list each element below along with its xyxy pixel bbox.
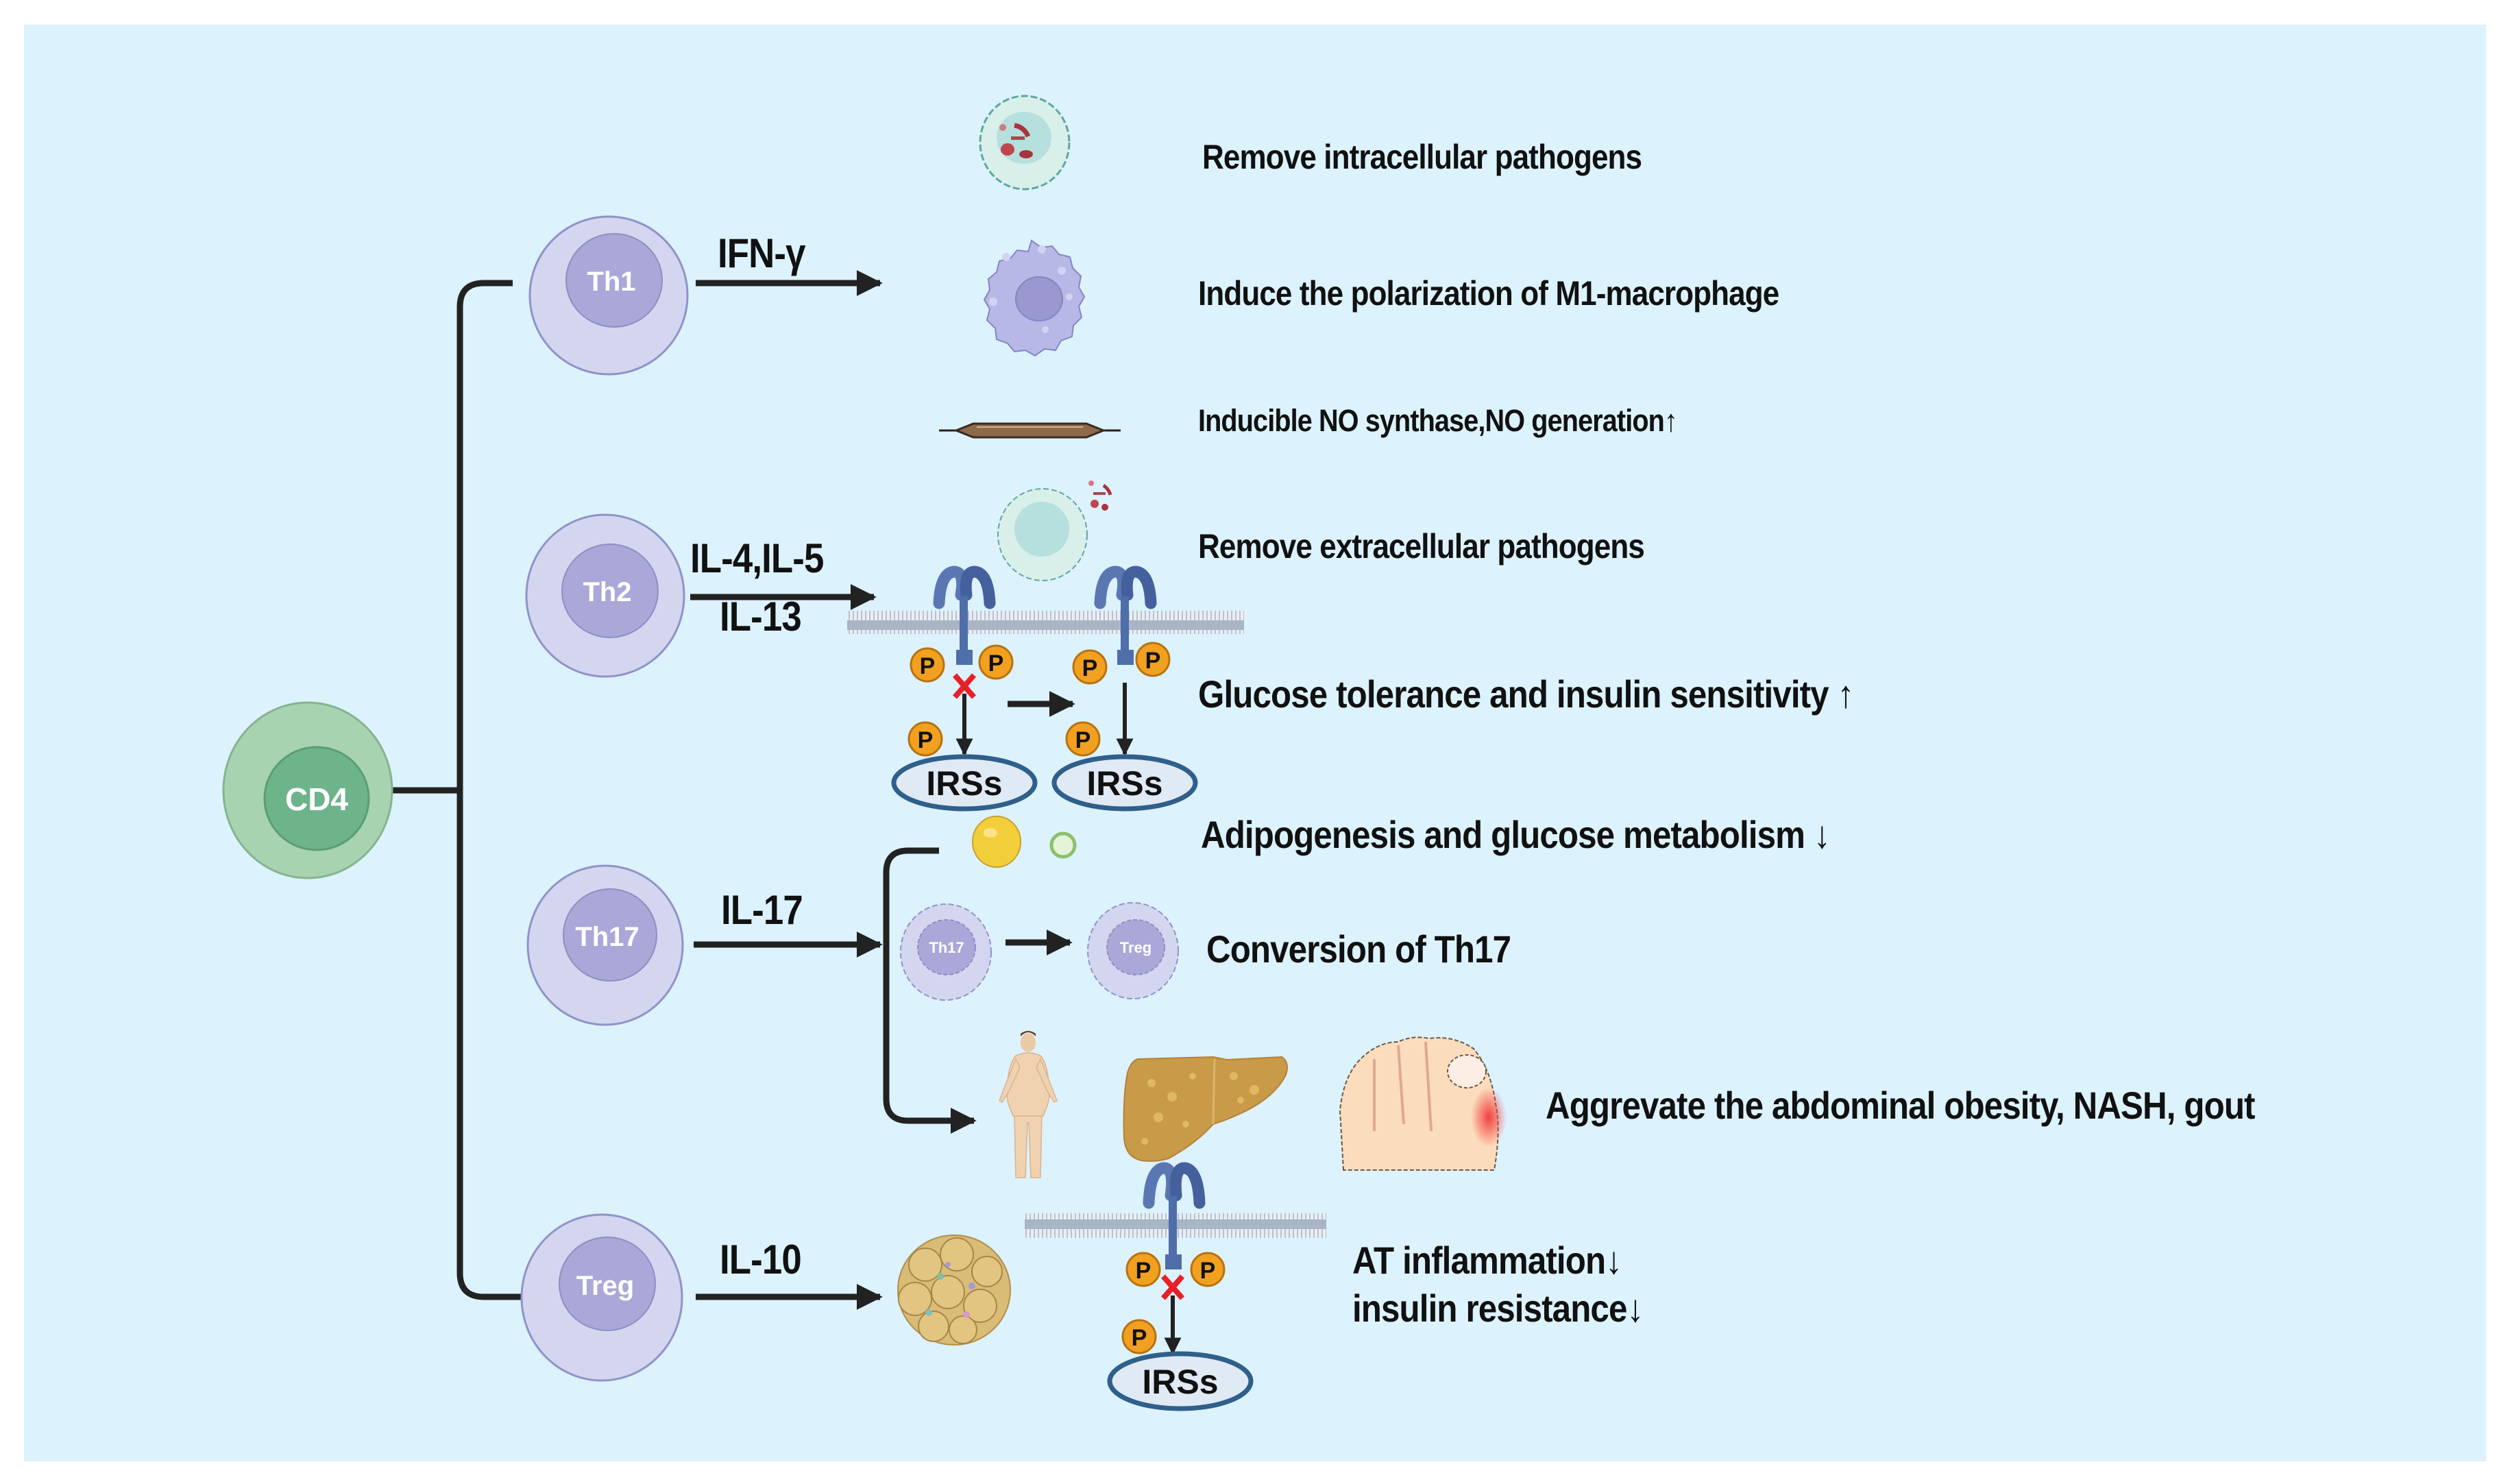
treg-cell: Treg (520, 1213, 683, 1382)
th17-label: Th17 (575, 922, 639, 952)
svg-text:P: P (1132, 1325, 1147, 1351)
main-bracket (391, 280, 524, 1300)
phospho-group-icon: P (978, 644, 1014, 680)
m1-macrophage-icon (983, 239, 1086, 357)
small-th17-cell: Th17 (900, 903, 992, 1001)
insulin-receptor-icon (1094, 565, 1157, 665)
fat-droplet-icon (972, 816, 1021, 868)
svg-text:P: P (1075, 727, 1091, 753)
cd4-cell: CD4 (222, 701, 393, 879)
effect-extracellular-pathogens: Remove extracellular pathogens (1198, 527, 1645, 565)
svg-text:P: P (1145, 648, 1161, 674)
phospho-group-icon: P (1190, 1252, 1226, 1287)
cytokine-label-il4-il5: IL-4,IL-5 (690, 535, 824, 581)
effect-intracellular-pathogens: Remove intracellular pathogens (1202, 138, 1642, 176)
block-x-icon (1160, 1274, 1185, 1300)
cd4-label: CD4 (285, 781, 348, 817)
svg-text:Treg: Treg (1120, 939, 1152, 956)
cytokine-label-il13: IL-13 (720, 594, 802, 640)
svg-text:P: P (988, 650, 1004, 677)
phospho-group-icon: P (1135, 642, 1171, 677)
svg-text:IRSs: IRSs (926, 764, 1002, 803)
svg-text:IRSs: IRSs (1142, 1363, 1218, 1401)
effect-m1-macrophage: Induce the polarization of M1-macrophage (1198, 274, 1779, 313)
svg-text:P: P (1082, 655, 1098, 681)
svg-text:P: P (918, 727, 934, 753)
effect-at-inflammation: AT inflammation↓ (1352, 1239, 1622, 1282)
svg-text:Th17: Th17 (929, 939, 964, 956)
gout-toe-icon (1339, 1036, 1507, 1171)
th17-branch-bracket (883, 847, 977, 1134)
adipose-tissue-icon (897, 1234, 1011, 1346)
svg-text:P: P (920, 653, 936, 679)
effect-adipogenesis: Adipogenesis and glucose metabolism ↓ (1201, 813, 1831, 856)
th2-cell: Th2 (525, 513, 685, 678)
cytokine-label-il17: IL-17 (721, 887, 803, 933)
insulin-receptor-icon (1143, 1162, 1206, 1269)
effect-glucose-tolerance: Glucose tolerance and insulin sensitivit… (1198, 672, 1854, 716)
block-x-icon (952, 673, 977, 699)
fatty-liver-icon (1123, 1056, 1288, 1162)
cell-membrane-icon (847, 611, 1244, 634)
no-synthase-rod-icon (939, 422, 1121, 439)
th2-label: Th2 (583, 577, 631, 607)
obese-human-icon (999, 1031, 1058, 1178)
small-vesicle-icon (1049, 831, 1077, 859)
insulin-receptor-icon (933, 565, 996, 665)
phospho-group-icon: P (1072, 649, 1108, 685)
irs-node: IRSs (1051, 754, 1198, 812)
irs-node: IRSs (891, 754, 1038, 812)
svg-text:P: P (1136, 1258, 1152, 1284)
irs-node: IRSs (1107, 1351, 1254, 1411)
svg-text:P: P (1200, 1258, 1216, 1284)
th1-label: Th1 (587, 267, 635, 297)
phospho-group-icon: P (1121, 1319, 1157, 1354)
th1-cell: Th1 (528, 215, 689, 376)
effect-insulin-resistance: insulin resistance↓ (1352, 1287, 1644, 1330)
treg-label: Treg (576, 1271, 634, 1301)
small-treg-cell: Treg (1087, 902, 1179, 999)
phospho-group-icon: P (910, 647, 945, 683)
phospho-group-icon: P (1065, 721, 1101, 757)
effect-aggravate-obesity: Aggrevate the abdominal obesity, NASH, g… (1546, 1084, 2255, 1127)
effect-no-synthase: Inducible NO synthase,NO generation↑ (1198, 403, 1678, 438)
intracellular-pathogen-cell-icon (979, 95, 1071, 191)
cytokine-label-ifn-gamma: IFN-γ (718, 230, 805, 276)
phospho-group-icon: P (1125, 1252, 1161, 1287)
cytokine-label-il10: IL-10 (720, 1237, 802, 1282)
extracellular-pathogen-cell-icon (997, 481, 1112, 581)
svg-text:IRSs: IRSs (1086, 764, 1162, 803)
effect-conversion-th17: Conversion of Th17 (1206, 927, 1511, 971)
th17-cell: Th17 (526, 864, 684, 1026)
phospho-group-icon: P (907, 721, 943, 757)
